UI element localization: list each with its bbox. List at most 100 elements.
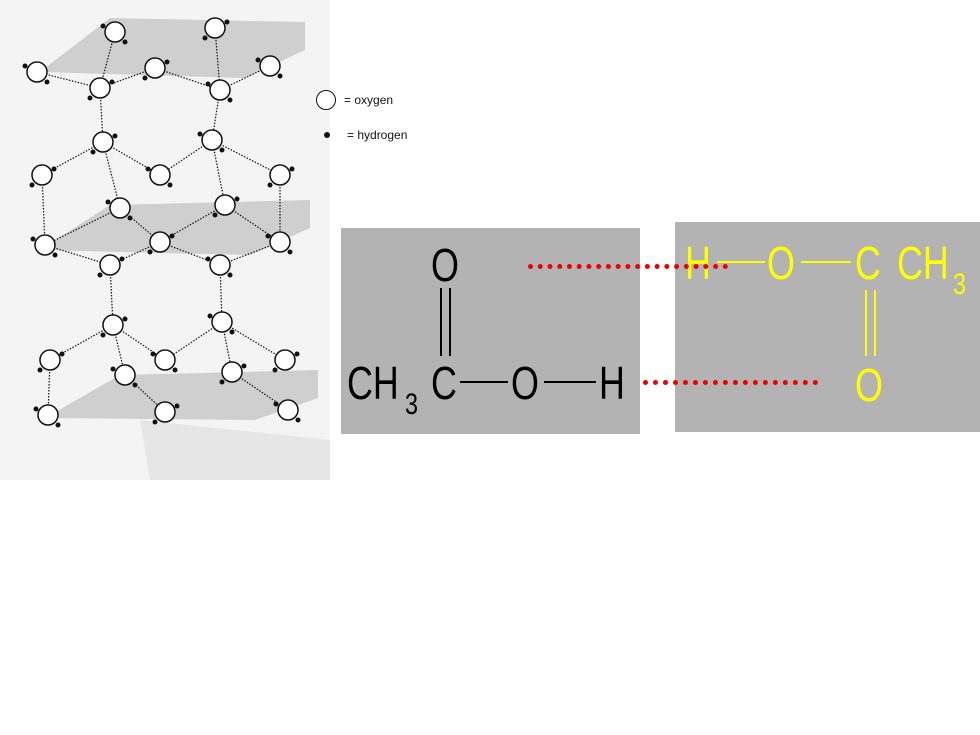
oxygen-atom: [209, 79, 231, 101]
hydrogen-atom: [277, 73, 283, 79]
lattice-hydrogen-bond: [49, 324, 114, 361]
hydrogen-atom: [169, 233, 175, 239]
hydrogen-atom: [30, 236, 36, 242]
oxygen-atom: [211, 311, 233, 333]
legend-hydrogen: = hydrogen: [310, 128, 407, 142]
hydrogen-atom: [97, 272, 103, 278]
oxygen-atom: [154, 401, 176, 423]
hydrogen-atom: [219, 379, 225, 385]
lattice-hydrogen-bond: [36, 71, 101, 89]
hydrogen-bond-upper: [528, 264, 728, 269]
hydrogen-atom: [267, 182, 273, 188]
double-bond-line: [449, 288, 451, 356]
hydrogen-atom: [145, 166, 151, 172]
lattice-hydrogen-bond: [102, 141, 161, 176]
hydrogen-atom: [227, 272, 233, 278]
hydrogen-atom: [265, 233, 271, 239]
ice-lattice-drawing: [22, 17, 330, 480]
hydrogen-atom: [241, 363, 247, 369]
hydrogen-atom: [142, 75, 148, 81]
methyl-group: CH: [897, 237, 949, 289]
oxygen-atom: [154, 349, 176, 371]
oxygen-atom: [204, 17, 226, 39]
hydrogen-atom: [37, 367, 43, 373]
hydrogen-atom: [224, 19, 230, 25]
legend-oxygen: = oxygen: [310, 90, 393, 110]
oxygen-atom: [214, 194, 236, 216]
ice-lattice-figure: [0, 0, 330, 480]
hydrogen-atom: [33, 406, 39, 412]
hydrogen-atom: [219, 147, 225, 153]
hydrogen-atom: [100, 23, 106, 29]
hydrogen-atom: [127, 215, 133, 221]
hydrogen-atom: [147, 249, 153, 255]
hydrogen-atom: [55, 422, 61, 428]
carbon-atom: C: [855, 237, 881, 289]
lattice-hydrogen-bond: [224, 204, 281, 243]
oxygen-atom: [114, 364, 136, 386]
carbon-atom: C: [431, 357, 457, 409]
single-bond-line: [460, 381, 508, 383]
hydrogen-atom: [272, 367, 278, 373]
oxygen-atom: [89, 77, 111, 99]
hydrogen-atom: [227, 97, 233, 103]
oxygen-atom: [269, 231, 291, 253]
legend-hydrogen-label: = hydrogen: [347, 128, 408, 142]
single-bond-line: [801, 261, 851, 263]
hydrogen-atom: [295, 417, 301, 423]
hydrogen-atom: [152, 419, 158, 425]
double-bond-line: [440, 288, 442, 356]
hydrogen-atom: [109, 79, 115, 85]
oxygen-atom: [201, 129, 223, 151]
hydrogen-atom: [22, 63, 28, 69]
oxygen-atom: [221, 361, 243, 383]
oxygen-atom: [31, 164, 53, 186]
legend-oxygen-label: = oxygen: [344, 93, 394, 107]
hydrogen-atom: [229, 329, 235, 335]
lattice-hydrogen-bond: [164, 321, 223, 361]
hydrogen-atom: [287, 249, 293, 255]
oxygen-atom: [92, 131, 114, 153]
hydrogen-atom: [100, 332, 106, 338]
acetic-acid-panel-right: H O C CH 3 O: [675, 222, 980, 432]
layer-plane: [140, 420, 330, 480]
hydrogen-dot-icon: [324, 132, 330, 138]
lattice-hydrogen-bond: [231, 371, 289, 411]
oxygen-atom: [39, 349, 61, 371]
hydrogen-atom: [59, 351, 65, 357]
double-bond-line: [865, 290, 867, 356]
lattice-hydrogen-bond: [44, 207, 121, 246]
lattice-hydrogen-bond: [41, 174, 46, 246]
methyl-subscript: 3: [405, 388, 419, 421]
hydrogen-atom: [255, 57, 261, 63]
oxygen-atom: [26, 61, 48, 83]
layer-plane: [40, 200, 310, 255]
hydroxyl-hydrogen: H: [685, 237, 711, 289]
lattice-hydrogen-bond: [44, 244, 111, 266]
hydrogen-atom: [87, 95, 93, 101]
hydrogen-bond-lower: [643, 380, 818, 385]
oxygen-atom: [209, 254, 231, 276]
oxygen-atom: [37, 404, 59, 426]
oxygen-atom: [109, 197, 131, 219]
oxygen-atom: [149, 164, 171, 186]
oxygen-atom: [34, 234, 56, 256]
hydrogen-atom: [207, 313, 213, 319]
hydrogen-atom: [202, 35, 208, 41]
oxygen-atom: [144, 57, 166, 79]
hydrogen-atom: [172, 367, 178, 373]
hydrogen-atom: [273, 401, 279, 407]
lattice-hydrogen-bond: [221, 321, 286, 361]
hydrogen-atom: [150, 351, 156, 357]
hydrogen-atom: [51, 166, 57, 172]
hydrogen-atom: [289, 166, 295, 172]
hydrogen-atom: [122, 316, 128, 322]
hydrogen-atom: [294, 351, 300, 357]
lattice-hydrogen-bond: [211, 139, 281, 176]
oxygen-atom: [269, 164, 291, 186]
oxygen-atom: [274, 349, 296, 371]
hydrogen-atom: [234, 196, 240, 202]
oxygen-atom: [277, 399, 299, 421]
hydrogen-atom: [110, 366, 116, 372]
hydrogen-atom: [122, 39, 128, 45]
